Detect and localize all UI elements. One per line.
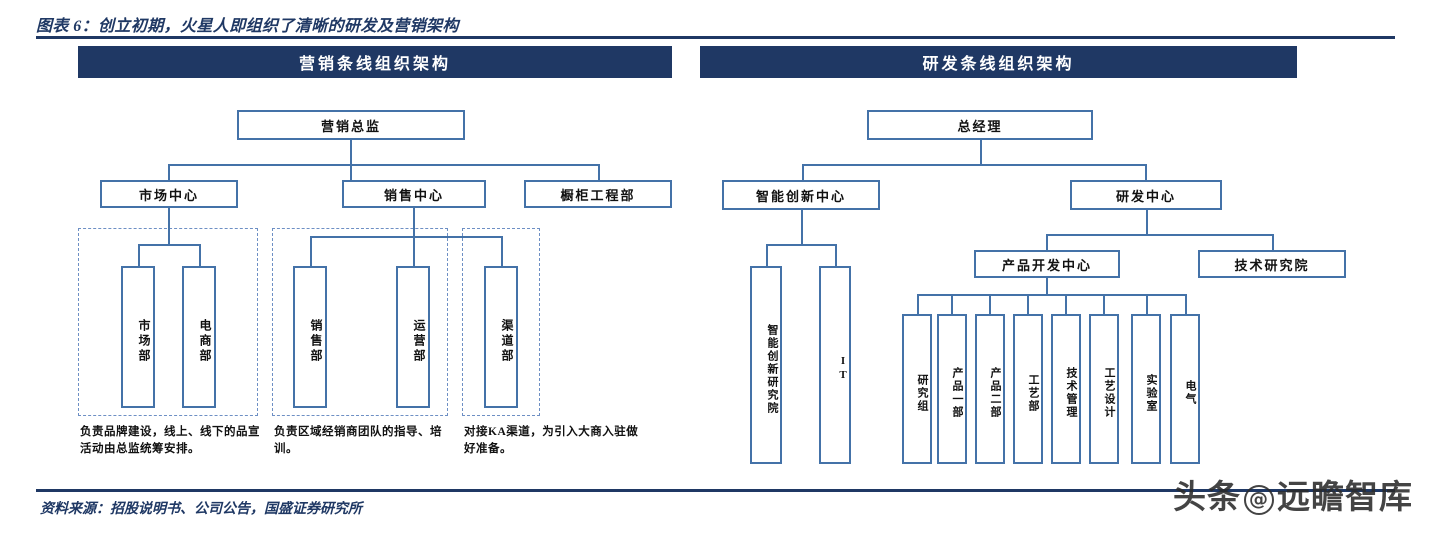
connector [138, 244, 200, 246]
connector [980, 140, 982, 164]
connector [951, 294, 953, 314]
connector [1046, 234, 1272, 236]
node-channel-dept[interactable]: 渠道部 [484, 266, 518, 408]
title-rule [36, 36, 1395, 39]
connector [1272, 234, 1274, 250]
connector [310, 236, 501, 238]
caption-marketing-center: 负责品牌建设，线上、线下的品宣活动由总监统筹安排。 [80, 426, 260, 455]
connector [1103, 294, 1105, 314]
connector [766, 244, 836, 246]
connector [989, 294, 991, 314]
connector [801, 210, 803, 244]
node-sales-dept[interactable]: 销售部 [293, 266, 327, 408]
node-technical-management[interactable]: 技术管理 [1051, 314, 1081, 464]
connector [1065, 294, 1067, 314]
node-general-manager[interactable]: 总经理 [867, 110, 1093, 140]
node-smart-innovation-institute[interactable]: 智能创新研究院 [750, 266, 782, 464]
caption-channel: 对接KA渠道，为引入大商入驻做好准备。 [464, 426, 639, 455]
panel-header-rd: 研发条线组织架构 [700, 46, 1297, 78]
node-process-dept[interactable]: 工艺部 [1013, 314, 1043, 464]
node-product-dept-1[interactable]: 产品一部 [937, 314, 967, 464]
group-frame-marketing-center [78, 228, 258, 416]
node-laboratory[interactable]: 实验室 [1131, 314, 1161, 464]
node-operations-dept[interactable]: 运营部 [396, 266, 430, 408]
node-product-development-center[interactable]: 产品开发中心 [974, 250, 1120, 278]
node-ecommerce-dept[interactable]: 电商部 [182, 266, 216, 408]
connector [199, 244, 201, 266]
node-rd-center[interactable]: 研发中心 [1070, 180, 1222, 210]
panel-header-marketing: 营销条线组织架构 [78, 46, 672, 78]
source-rule [36, 489, 1395, 492]
source-note: 资料来源：招股说明书、公司公告，国盛证券研究所 [40, 502, 362, 517]
node-process-design[interactable]: 工艺设计 [1089, 314, 1119, 464]
connector [835, 244, 837, 266]
caption-sales-center: 负责区域经销商团队的指导、培训。 [274, 426, 442, 455]
connector [413, 208, 415, 236]
node-marketing-director[interactable]: 营销总监 [237, 110, 465, 140]
group-frame-channel [462, 228, 540, 416]
group-frame-sales-center [272, 228, 448, 416]
node-cabinet-engineering-dept[interactable]: 橱柜工程部 [524, 180, 672, 208]
node-technology-institute[interactable]: 技术研究院 [1198, 250, 1346, 278]
connector [1146, 210, 1148, 234]
node-sales-center[interactable]: 销售中心 [342, 180, 486, 208]
watermark-brand: 头条 [1173, 477, 1241, 516]
node-product-dept-2[interactable]: 产品二部 [975, 314, 1005, 464]
at-icon: @ [1244, 485, 1274, 515]
figure-title: 图表 6：创立初期，火星人即组织了清晰的研发及营销架构 [36, 18, 459, 35]
connector [917, 294, 1185, 296]
connector [168, 208, 170, 244]
connector [501, 236, 503, 266]
connector [1046, 278, 1048, 294]
watermark-name: 远瞻智库 [1277, 477, 1413, 516]
connector [168, 164, 170, 180]
connector [766, 244, 768, 266]
connector [1027, 294, 1029, 314]
watermark: 头条@远瞻智库 [1173, 470, 1413, 518]
node-market-center[interactable]: 市场中心 [100, 180, 238, 208]
node-smart-innovation-center[interactable]: 智能创新中心 [722, 180, 880, 210]
connector [310, 236, 312, 266]
connector [802, 164, 804, 180]
connector [138, 244, 140, 266]
connector [917, 294, 919, 314]
connector [413, 236, 415, 266]
node-market-dept[interactable]: 市场部 [121, 266, 155, 408]
connector [1145, 164, 1147, 180]
node-it[interactable]: IT [819, 266, 851, 464]
connector [350, 140, 352, 164]
connector [598, 164, 600, 180]
connector [350, 164, 352, 180]
node-research-group[interactable]: 研究组 [902, 314, 932, 464]
connector [802, 164, 1147, 166]
connector [1185, 294, 1187, 314]
connector [1146, 294, 1148, 314]
connector [168, 164, 600, 166]
connector [1046, 234, 1048, 250]
node-electrical[interactable]: 电气 [1170, 314, 1200, 464]
